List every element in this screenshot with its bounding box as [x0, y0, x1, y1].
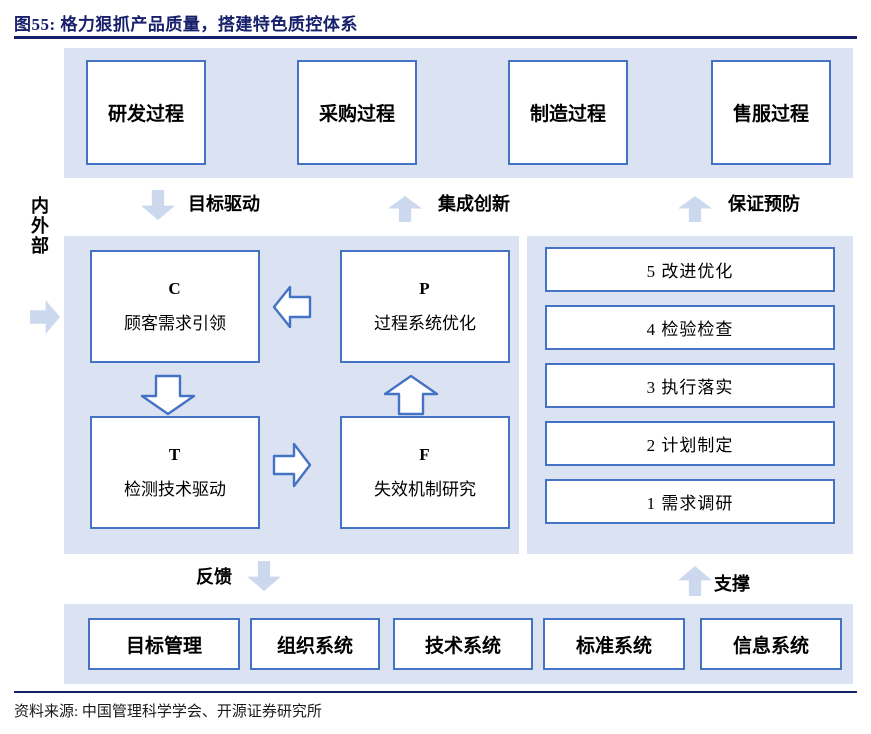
- step-box-5[interactable]: 5 改进优化: [545, 247, 835, 292]
- arrow-up-hollow-icon: [383, 374, 439, 416]
- process-box-purchase[interactable]: 采购过程: [297, 60, 417, 165]
- cycle-box-f-letter: F: [419, 445, 431, 464]
- system-box-technology[interactable]: 技术系统: [393, 618, 533, 670]
- side-label-char-1: 内: [31, 196, 49, 216]
- flow-label-support: 支撑: [714, 574, 750, 594]
- cycle-box-p-label: 过程系统优化: [374, 314, 476, 333]
- cycle-box-p[interactable]: P 过程系统优化: [340, 250, 510, 363]
- cycle-box-c[interactable]: C 顾客需求引领: [90, 250, 260, 363]
- cycle-box-t[interactable]: T 检测技术驱动: [90, 416, 260, 529]
- system-box-organization[interactable]: 组织系统: [250, 618, 380, 670]
- footer-divider: [14, 691, 857, 693]
- arrow-down-solid-icon: [141, 190, 175, 220]
- arrow-left-hollow-icon: [272, 283, 312, 331]
- title-divider: [14, 36, 857, 39]
- step-box-4[interactable]: 4 检验检查: [545, 305, 835, 350]
- side-label-char-2: 外: [31, 216, 49, 237]
- cycle-box-p-letter: P: [419, 279, 431, 298]
- cycle-box-c-letter: C: [168, 279, 182, 298]
- flow-label-guarantee-prevention: 保证预防: [728, 194, 800, 214]
- cycle-box-f-label: 失效机制研究: [374, 480, 476, 499]
- arrow-up-solid-icon: [678, 566, 712, 596]
- process-box-manufacture[interactable]: 制造过程: [508, 60, 628, 165]
- source-note: 资料来源: 中国管理科学学会、开源证券研究所: [14, 704, 322, 720]
- process-box-rd[interactable]: 研发过程: [86, 60, 206, 165]
- flow-label-target-drive: 目标驱动: [188, 194, 260, 214]
- step-box-3[interactable]: 3 执行落实: [545, 363, 835, 408]
- arrow-up-solid-icon: [388, 196, 422, 222]
- cycle-box-t-letter: T: [168, 445, 182, 464]
- arrow-right-hollow-icon: [272, 440, 312, 490]
- arrow-down-solid-icon: [247, 561, 281, 591]
- arrow-down-hollow-icon: [140, 374, 196, 416]
- process-box-aftersales[interactable]: 售服过程: [711, 60, 831, 165]
- cycle-box-f[interactable]: F 失效机制研究: [340, 416, 510, 529]
- arrow-right-solid-icon: [30, 300, 60, 334]
- system-box-standards[interactable]: 标准系统: [543, 618, 685, 670]
- flow-label-integrated-innovation: 集成创新: [438, 194, 510, 214]
- system-box-information[interactable]: 信息系统: [700, 618, 842, 670]
- side-label-internal-external: 内 外 部: [27, 196, 53, 256]
- system-box-target-management[interactable]: 目标管理: [88, 618, 240, 670]
- cycle-box-t-label: 检测技术驱动: [124, 480, 226, 499]
- cycle-box-c-label: 顾客需求引领: [124, 314, 226, 333]
- step-box-2[interactable]: 2 计划制定: [545, 421, 835, 466]
- arrow-up-solid-icon: [678, 196, 712, 222]
- step-box-1[interactable]: 1 需求调研: [545, 479, 835, 524]
- side-label-char-3: 部: [31, 236, 49, 257]
- figure-title: 图55: 格力狠抓产品质量，搭建特色质控体系: [14, 15, 358, 34]
- flow-label-feedback: 反馈: [196, 567, 232, 587]
